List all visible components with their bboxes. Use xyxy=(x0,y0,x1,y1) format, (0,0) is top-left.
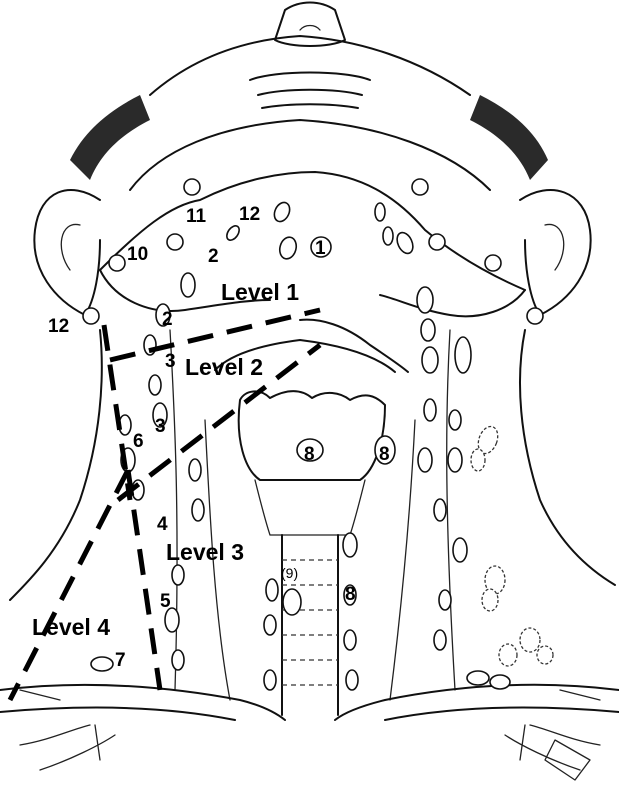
right-hair xyxy=(470,95,548,180)
node-label-8-lower: 8 xyxy=(345,584,356,605)
head-outline xyxy=(70,3,548,317)
node-label-2-upper: 2 xyxy=(208,246,219,267)
level-labels: Level 1 Level 2 Level 3 Level 4 xyxy=(32,279,299,640)
node-label-5: 5 xyxy=(160,591,171,612)
left-hair xyxy=(70,95,150,180)
level-3-label: Level 3 xyxy=(166,539,244,565)
node-label-8-center: 8 xyxy=(304,444,315,465)
right-ear xyxy=(520,190,591,315)
node-label-8-right: 8 xyxy=(379,444,390,465)
node-label-6: 6 xyxy=(133,431,144,452)
level-1-label: Level 1 xyxy=(221,279,299,305)
node-label-11: 11 xyxy=(186,206,207,227)
clavicles xyxy=(0,685,619,780)
node-label-9: (9) xyxy=(281,565,298,581)
left-ear xyxy=(34,190,100,315)
level-4-label: Level 4 xyxy=(32,614,110,640)
node-label-7: 7 xyxy=(115,650,126,671)
node-label-4: 4 xyxy=(157,514,168,535)
node-label-2-mid: 2 xyxy=(162,309,173,330)
thyroid-cartilage xyxy=(239,391,385,480)
level1-boundary xyxy=(110,310,320,360)
node-label-12-left: 12 xyxy=(48,316,69,337)
node-label-3-upper: 3 xyxy=(165,351,176,372)
node-label-12-center: 12 xyxy=(239,204,260,225)
node-label-1: 1 xyxy=(315,238,326,259)
node-label-3-lower: 3 xyxy=(155,416,166,437)
node-label-10: 10 xyxy=(127,244,148,265)
level4-boundary xyxy=(128,470,160,690)
level-2-label: Level 2 xyxy=(185,354,263,380)
